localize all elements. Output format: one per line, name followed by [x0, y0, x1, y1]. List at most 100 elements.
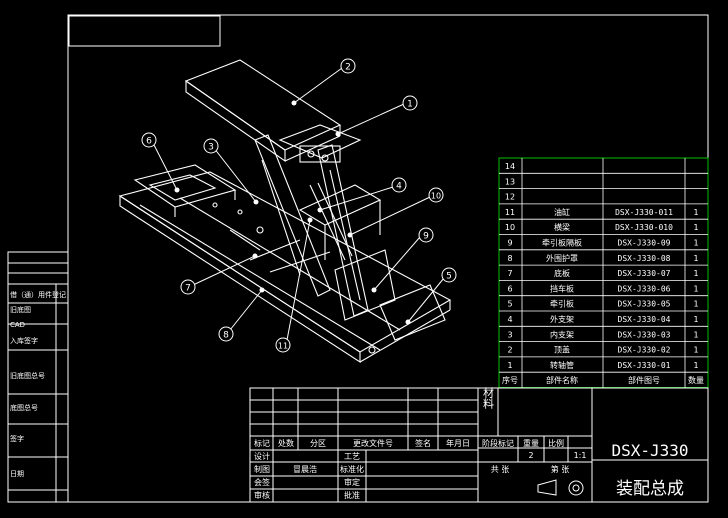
part-quantity: 1 [693, 208, 698, 217]
parts-header-no: 序号 [502, 375, 518, 385]
callout-balloon [428, 187, 444, 203]
part-quantity: 1 [693, 269, 698, 278]
callout-number: 5 [446, 272, 452, 282]
revision-column-label: 年月日 [446, 438, 470, 448]
part-number: 4 [507, 315, 512, 324]
revision-column-label: 更改文件号 [353, 438, 393, 448]
callout-number: 8 [223, 331, 229, 341]
revision-column-label: 处数 [278, 438, 294, 448]
side-panel-label: 旧底图总号 [10, 371, 45, 380]
scale-value: 1:1 [574, 451, 587, 460]
callout-balloon [402, 95, 418, 111]
part-quantity: 1 [693, 300, 698, 309]
side-panel-label: 日期 [10, 470, 24, 478]
part-name: 挡车板 [550, 283, 574, 293]
sheet-count: 2 [528, 451, 533, 460]
parts-table-border [498, 157, 709, 388]
part-number: 9 [507, 239, 512, 248]
part-code: DSX-J330-010 [615, 223, 673, 232]
part-name: 油缸 [554, 207, 570, 217]
part-code: DSX-J330-08 [618, 254, 671, 263]
title-block [249, 387, 709, 503]
callout-balloon [180, 279, 196, 295]
stage-column-label: 阶段标记 [482, 438, 514, 448]
pull-plate [379, 284, 446, 341]
part-code: DSX-J330-09 [618, 239, 671, 248]
part-name: 转轴管 [550, 360, 574, 370]
side-panel-label: 入库签字 [10, 336, 38, 345]
stage-column-label: 比例 [548, 438, 564, 448]
leader-lines [152, 67, 445, 341]
leader-dots [174, 100, 411, 325]
parts-header-code: 部件图号 [628, 375, 660, 385]
part-code: DSX-J330-01 [618, 361, 671, 370]
parts-header-name: 部件名称 [546, 375, 578, 385]
part-number: 11 [505, 208, 515, 217]
part-number: 2 [507, 346, 512, 355]
hydraulic-cylinder [309, 184, 346, 261]
callout-number: 10 [431, 192, 441, 201]
approve-label: 批准 [344, 490, 360, 500]
part-name: 牵引板 [550, 299, 574, 309]
side-panel-label: 旧底图 [10, 305, 31, 314]
side-panel-label: 底图总号 [10, 403, 38, 412]
base-plate [118, 171, 452, 353]
part-number: 6 [507, 284, 512, 293]
part-quantity: 1 [693, 254, 698, 263]
audit-label: 审核 [254, 490, 270, 500]
part-code: DSX-J330-06 [618, 284, 671, 293]
callout-balloon [441, 267, 457, 283]
callout-balloon [391, 177, 407, 193]
callout-number: 4 [396, 182, 402, 192]
revision-column-label: 分区 [310, 439, 326, 448]
designer-label: 设计 [254, 451, 270, 461]
callout-number: 2 [345, 63, 351, 73]
pull-plate-partition [334, 249, 396, 321]
callout-number: 11 [278, 342, 288, 351]
part-number: 14 [505, 162, 515, 171]
part-name: 内支架 [550, 329, 574, 339]
part-quantity: 1 [693, 315, 698, 324]
projection-symbol-icon [537, 479, 584, 496]
process-label: 工艺 [344, 452, 360, 461]
callout-balloon [141, 132, 157, 148]
part-number: 12 [505, 193, 515, 202]
part-quantity: 1 [693, 330, 698, 339]
part-number: 13 [505, 177, 515, 186]
part-code: DSX-J330-04 [618, 315, 671, 324]
part-quantity: 1 [693, 223, 698, 232]
part-number: 1 [507, 361, 512, 370]
part-number: 7 [507, 269, 512, 278]
drawer-name: 冒晨浩 [293, 464, 317, 474]
callout-balloon [218, 326, 234, 342]
drawing-title: 装配总成 [616, 479, 684, 499]
part-code: DSX-J330-05 [618, 300, 671, 309]
part-name: 顶盖 [554, 345, 570, 355]
callout-number: 6 [146, 137, 152, 147]
review-label: 审定 [344, 477, 360, 487]
part-code: DSX-J330-02 [618, 346, 671, 355]
side-panel-label: 签字 [10, 434, 24, 443]
part-name: 牵引板隔板 [542, 238, 582, 248]
sheet-label: 第 张 [551, 464, 570, 474]
drawer-label: 制图 [254, 464, 270, 474]
assembly-sketch [118, 59, 452, 364]
part-quantity: 1 [693, 239, 698, 248]
standard-label: 标准化 [340, 464, 364, 474]
pivot-tube [278, 124, 362, 159]
part-number: 3 [507, 330, 512, 339]
part-number: 5 [507, 300, 512, 309]
callout-number: 7 [185, 284, 191, 294]
revision-column-label: 标记 [254, 438, 270, 448]
callout-balloon [418, 227, 434, 243]
material-label: 材料 [482, 386, 495, 410]
revision-column-label: 签名 [415, 438, 431, 448]
side-panel-label: CAD [10, 321, 25, 329]
callout-number: 1 [407, 100, 413, 110]
part-code: DSX-J330-011 [615, 208, 673, 217]
part-quantity: 1 [693, 284, 698, 293]
part-name: 外支架 [550, 314, 574, 324]
